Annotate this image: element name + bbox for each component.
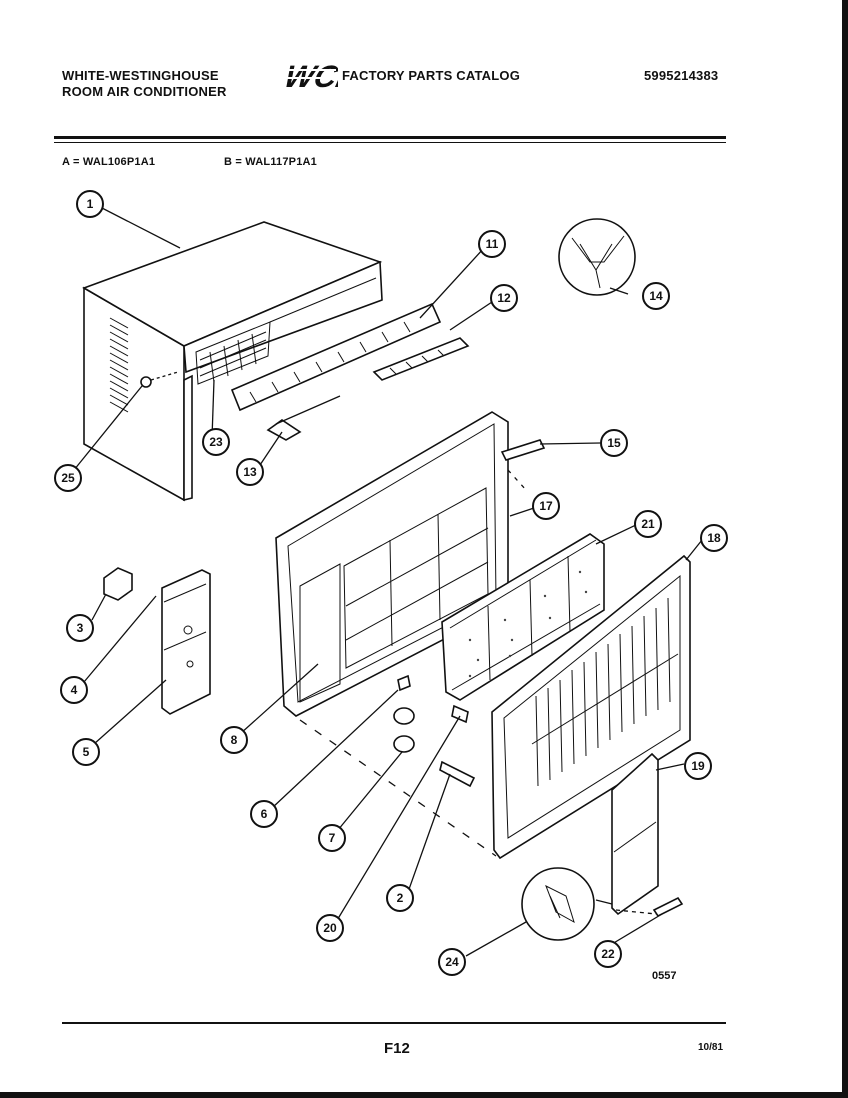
leader-lines xyxy=(73,207,703,957)
svg-text:18: 18 xyxy=(707,531,721,545)
svg-text:1: 1 xyxy=(87,197,94,211)
svg-text:13: 13 xyxy=(243,465,257,479)
footer-rule xyxy=(62,1022,726,1024)
svg-text:6: 6 xyxy=(261,807,268,821)
svg-text:19: 19 xyxy=(691,759,705,773)
callout-5: 5 xyxy=(72,738,100,766)
callout-18: 18 xyxy=(700,524,728,552)
mounting-rails-part xyxy=(230,302,470,441)
page-border-bottom xyxy=(0,1092,848,1098)
exploded-parts-diagram: 1 2 3 4 5 6 7 8 11 12 13 14 15 17 18 19 … xyxy=(54,190,728,976)
svg-text:14: 14 xyxy=(649,289,663,303)
callout-25: 25 xyxy=(54,464,82,492)
door-pin-part xyxy=(652,896,684,918)
air-filter-part xyxy=(441,533,605,701)
svg-text:15: 15 xyxy=(607,436,621,450)
product-type: ROOM AIR CONDITIONER xyxy=(62,84,227,99)
model-a-label: A = WAL106P1A1 xyxy=(62,156,156,168)
callout-13: 13 xyxy=(236,458,264,486)
callout-15: 15 xyxy=(600,429,628,457)
page-border-right xyxy=(842,0,848,1098)
callout-23: 23 xyxy=(202,428,230,456)
model-b-label: B = WAL117P1A1 xyxy=(224,156,317,168)
callout-19: 19 xyxy=(684,752,712,780)
callout-17: 17 xyxy=(532,492,560,520)
callout-21: 21 xyxy=(634,510,662,538)
callout-7: 7 xyxy=(318,824,346,852)
svg-text:24: 24 xyxy=(445,955,459,969)
callout-2: 2 xyxy=(386,884,414,912)
svg-text:17: 17 xyxy=(539,499,553,513)
callout-1: 1 xyxy=(76,190,104,218)
brand-block: WHITE-WESTINGHOUSE ROOM AIR CONDITIONER xyxy=(62,68,227,100)
page-date: 10/81 xyxy=(698,1042,724,1053)
front-grille-part xyxy=(491,554,691,860)
svg-text:11: 11 xyxy=(486,237,499,251)
page-number: F12 xyxy=(384,1040,410,1057)
brand-name: WHITE-WESTINGHOUSE xyxy=(62,68,219,83)
svg-text:12: 12 xyxy=(497,291,511,305)
drawing-code: 0557 xyxy=(652,970,677,982)
svg-text:2: 2 xyxy=(397,891,404,905)
callout-11: 11 xyxy=(478,230,506,258)
catalog-title: FACTORY PARTS CATALOG xyxy=(342,68,521,83)
control-knob-part xyxy=(103,567,133,601)
knobs-part xyxy=(393,707,415,753)
cabinet-part xyxy=(82,221,383,502)
callout-20: 20 xyxy=(316,914,344,942)
svg-text:23: 23 xyxy=(209,435,223,449)
callout-22: 22 xyxy=(594,940,622,968)
svg-text:25: 25 xyxy=(61,471,75,485)
svg-text:7: 7 xyxy=(329,831,336,845)
shaft-part xyxy=(439,760,476,788)
screw-part xyxy=(140,376,152,388)
svg-text:3: 3 xyxy=(77,621,84,635)
filter-holder-part xyxy=(451,704,469,724)
callout-3: 3 xyxy=(66,614,94,642)
callout-4: 4 xyxy=(60,676,88,704)
callout-6: 6 xyxy=(250,800,278,828)
callout-14: 14 xyxy=(642,282,670,310)
svg-text:4: 4 xyxy=(71,683,78,697)
callout-24: 24 xyxy=(438,948,466,976)
callout-8: 8 xyxy=(220,726,248,754)
svg-text:22: 22 xyxy=(601,947,615,961)
header-rule xyxy=(54,136,726,139)
control-panel-part xyxy=(161,569,211,715)
switch-part xyxy=(397,674,411,692)
hinge-part xyxy=(500,439,546,461)
alignment-lines xyxy=(299,469,657,915)
svg-text:WCI: WCI xyxy=(281,59,338,92)
vent-door-part xyxy=(611,752,659,916)
latch-detail-part xyxy=(521,867,595,941)
svg-text:8: 8 xyxy=(231,733,238,747)
header-rule-thin xyxy=(54,142,726,143)
svg-text:5: 5 xyxy=(83,745,90,759)
svg-text:20: 20 xyxy=(323,921,337,935)
svg-text:21: 21 xyxy=(641,517,655,531)
callout-12: 12 xyxy=(490,284,518,312)
clip-detail-part xyxy=(558,218,636,296)
wci-logo-icon: WCI xyxy=(278,59,338,92)
catalog-number: 5995214383 xyxy=(644,68,719,83)
